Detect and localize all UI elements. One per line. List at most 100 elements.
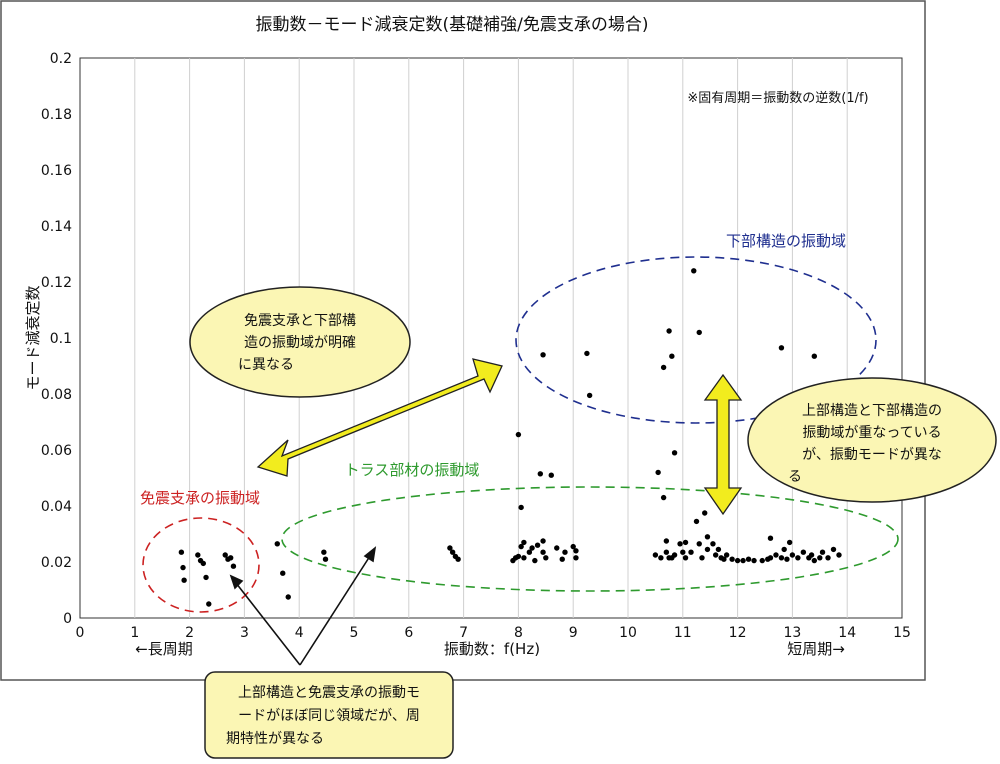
data-point (666, 328, 672, 334)
x-tick-label: 1 (130, 625, 139, 641)
data-point (767, 555, 774, 561)
x-tick-label: 15 (893, 625, 911, 641)
data-point (562, 549, 568, 555)
data-point (570, 543, 576, 550)
x-tick-label: 6 (404, 625, 413, 641)
data-point (540, 538, 546, 544)
data-point (586, 392, 593, 399)
x-tick-label: 9 (569, 625, 578, 641)
x-tick-label: 13 (783, 625, 801, 641)
data-point (836, 552, 842, 558)
x-axis-title: 振動数：f(Hz) (444, 640, 540, 658)
data-point (515, 553, 522, 560)
data-point (702, 510, 708, 516)
x-tick-label: 4 (295, 625, 304, 641)
data-point (537, 471, 544, 477)
data-point (696, 329, 702, 336)
data-point (200, 560, 206, 567)
data-point (723, 552, 730, 558)
y-tick-label: 0.18 (41, 107, 72, 123)
y-tick-label: 0.1 (50, 331, 72, 347)
callout-bottom: 上部構造と免震支承の振動モ ードがほぼ同じ領域だが、周 期特性が異なる (204, 671, 454, 759)
data-point (178, 549, 185, 555)
data-point (830, 546, 837, 553)
data-point (811, 557, 818, 564)
data-point (704, 546, 711, 553)
y-tick-label: 0.04 (41, 499, 72, 515)
y-tick-label: 0.08 (41, 387, 72, 403)
data-point (655, 469, 661, 476)
data-point (677, 541, 683, 547)
data-point (447, 545, 453, 551)
callout-left-line-1: 免震支承と下部構 (244, 313, 356, 329)
data-point (515, 431, 522, 438)
y-tick-label: 0.2 (50, 51, 72, 67)
y-tick-label: 0.16 (41, 163, 72, 179)
data-point (526, 549, 533, 555)
data-point (274, 541, 280, 547)
data-point (759, 557, 765, 564)
callout-right-line-4: る (788, 469, 802, 485)
data-point (660, 364, 667, 371)
data-point (773, 552, 779, 558)
data-point (767, 535, 774, 541)
data-point (222, 552, 228, 558)
data-point (669, 353, 675, 359)
data-point (778, 345, 785, 351)
data-point (734, 557, 741, 564)
callout-right-line-3: が、振動モードが異な (802, 447, 942, 463)
x-tick-label: 8 (514, 625, 523, 641)
data-point (825, 555, 831, 561)
data-point (721, 556, 727, 562)
data-point (532, 557, 538, 564)
data-point (521, 539, 527, 546)
data-point (321, 549, 327, 555)
short-period-label: 短周期→ (787, 640, 845, 658)
data-point (682, 539, 689, 546)
data-point (203, 574, 209, 581)
substructure-region-label: 下部構造の振動域 (726, 232, 846, 250)
data-point (795, 555, 801, 561)
y-tick-labels: 00.020.040.060.080.10.120.140.160.180.2 (41, 51, 72, 627)
data-point (543, 555, 549, 561)
data-point (180, 564, 186, 571)
data-point (573, 548, 579, 554)
data-point (696, 541, 702, 547)
callout-right-line-1: 上部構造と下部構造の (802, 403, 942, 419)
data-point (740, 557, 746, 564)
period-note: ※固有周期＝振動数の逆数(1/f) (687, 90, 868, 106)
long-period-label: ←長周期 (135, 640, 193, 658)
data-point (693, 518, 700, 525)
callout-left-line-2: 造の振動域が明確 (244, 335, 356, 351)
x-tick-label: 7 (459, 625, 468, 641)
data-point (781, 546, 787, 553)
substructure-region-ellipse (515, 256, 877, 424)
double-arrow-diagonal-icon (256, 358, 503, 477)
data-point (808, 552, 815, 558)
data-point (559, 556, 565, 562)
data-point (518, 504, 524, 511)
data-point (682, 555, 689, 561)
data-point (573, 555, 579, 561)
y-axis-title: モード減衰定数 (24, 285, 42, 390)
y-tick-label: 0.14 (41, 219, 72, 235)
data-points (178, 268, 842, 607)
callout-bottom-line-1: 上部構造と免震支承の振動モ (238, 685, 420, 701)
y-tick-label: 0.12 (41, 275, 72, 291)
data-point (745, 556, 752, 562)
truss-region-ellipse (281, 486, 899, 592)
truss-region-label: トラス部材の振動域 (345, 461, 480, 479)
data-point (819, 549, 826, 555)
data-point (691, 268, 697, 274)
x-tick-label: 2 (185, 625, 194, 641)
data-point (449, 549, 456, 555)
data-point (663, 538, 670, 544)
data-point (658, 555, 664, 561)
data-point (729, 556, 735, 562)
data-point (518, 543, 524, 550)
data-point (529, 545, 535, 551)
data-point (285, 594, 291, 600)
callout-left: 免震支承と下部構 造の振動域が明確 に異なる (189, 286, 411, 398)
data-point (699, 555, 705, 561)
data-point (751, 557, 757, 564)
